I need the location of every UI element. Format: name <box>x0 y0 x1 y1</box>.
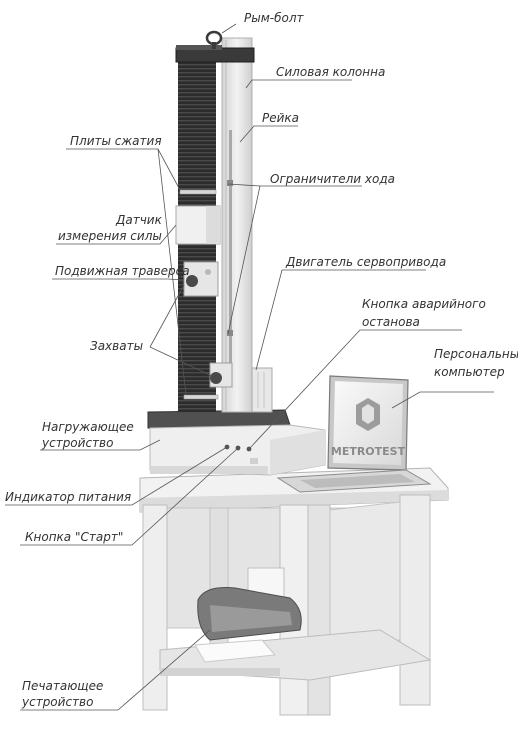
label-moving-crosshead: Подвижная траверса <box>55 264 190 278</box>
label-printer-line1: Печатающее <box>22 679 103 693</box>
label-power-indicator: Индикатор питания <box>5 490 131 504</box>
loading-unit <box>148 410 325 475</box>
lower-compression-plate <box>184 395 218 399</box>
label-grips: Захваты <box>90 339 143 353</box>
label-pc-line1: Персональный <box>434 347 518 361</box>
servo-motor <box>252 368 272 412</box>
column-assembly <box>176 32 272 412</box>
table-cabinet <box>140 468 448 715</box>
label-compression-plates: Плиты сжатия <box>70 134 162 148</box>
label-rack: Рейка <box>262 111 299 125</box>
label-start-button: Кнопка "Старт" <box>25 530 123 544</box>
upper-compression-plate <box>180 190 216 194</box>
label-loading-unit-line2: устройство <box>41 436 113 450</box>
travel-limiter-upper <box>227 180 233 186</box>
label-load-cell-line2: измерения силы <box>58 229 162 243</box>
label-servo-motor: Двигатель сервопривода <box>285 255 446 269</box>
label-travel-limiters: Ограничители хода <box>270 172 395 186</box>
label-load-cell-line1: Датчик <box>115 213 163 227</box>
label-loading-unit-line1: Нагружающее <box>42 420 134 434</box>
label-eye-bolt: Рым-болт <box>244 11 305 25</box>
top-crosshead <box>176 48 254 62</box>
label-power-column: Силовая колонна <box>276 65 385 79</box>
screen-logo: METROTEST <box>331 445 406 458</box>
label-pc-line2: компьютер <box>434 365 505 379</box>
label-emergency-stop-line1: Кнопка аварийного <box>362 297 486 311</box>
label-printer-line2: устройство <box>21 695 93 709</box>
label-emergency-stop-line2: останова <box>362 315 420 329</box>
